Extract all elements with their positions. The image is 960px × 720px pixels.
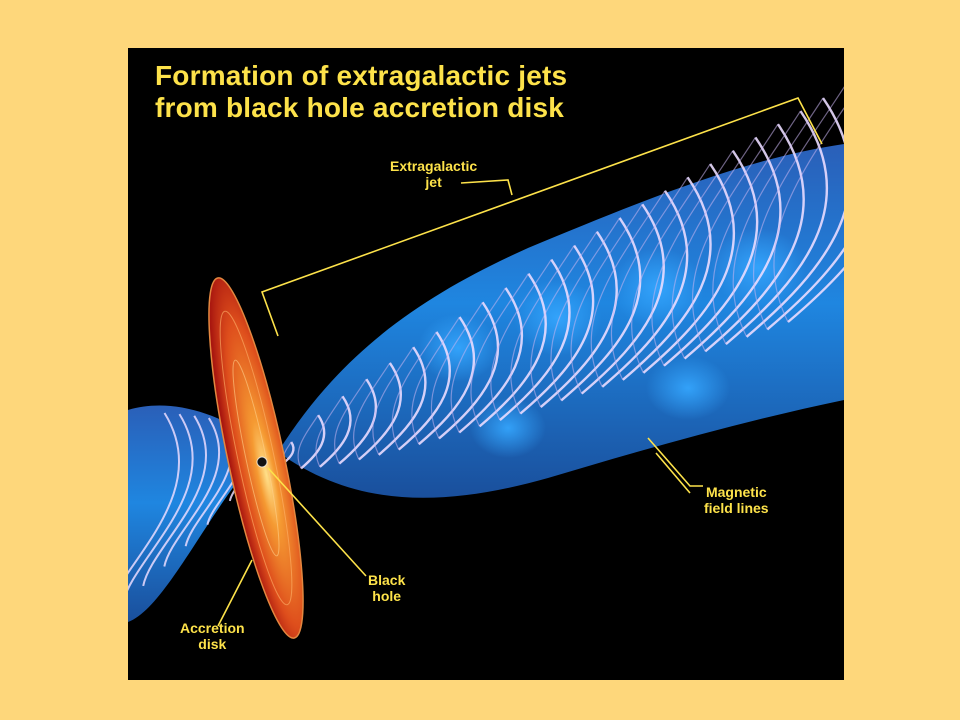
field-line-back [691,123,779,352]
label-magnetic-line2: field lines [704,500,769,516]
field-line [319,395,352,468]
diagram-panel: Formation of extragalactic jets from bla… [128,48,844,680]
field-line-back [631,163,711,374]
field-line-back [430,302,484,439]
field-line [560,217,642,402]
field-line [745,97,844,338]
field-line-back [732,97,824,338]
label-accretion-disk: Accretion disk [180,620,245,652]
field-line-back [450,287,507,433]
field-line-back [510,245,575,414]
label-jet-line1: Extragalactic [390,158,478,174]
field-line [622,176,712,381]
field-line-back [411,316,461,445]
field-line [397,331,451,451]
field-line [142,415,208,587]
field-line [284,441,295,463]
field-line [539,231,618,408]
field-line [128,412,180,575]
field-line [704,123,805,353]
label-magnetic-field-lines: Magnetic field lines [704,484,769,516]
accretion-pointer [217,559,253,627]
label-black-hole-line1: Black [368,572,406,588]
field-line-back [297,414,319,469]
field-line [519,244,595,415]
field-line [478,272,547,428]
label-accretion-line2: disk [198,636,227,652]
field-line-back [570,204,643,394]
field-line-back [334,378,367,464]
field-line-back [470,273,529,427]
field-line-back [550,217,621,401]
diagram-title-line-1: Formation of extragalactic jets [155,60,568,91]
diagram-title-line-2: from black hole accretion disk [155,92,565,123]
field-line-back [610,177,689,381]
field-line-back [651,150,734,367]
label-magnetic-line1: Magnetic [705,484,767,500]
jet-illustration [128,86,844,639]
label-extragalactic-jet: Extragalactic jet [390,158,477,190]
field-line-back [530,231,598,408]
label-black-hole-line2: hole [372,588,402,604]
jet-bracket [260,97,823,337]
field-line-back [712,110,801,345]
label-jet-line2: jet [425,174,442,190]
label-black-hole: Black hole [368,572,405,604]
magnetic-pointer [647,437,703,494]
field-line-back [590,190,666,388]
field-line-back [372,346,414,456]
field-line-back [752,86,844,330]
label-accretion-line1: Accretion [180,620,245,636]
field-line [378,346,427,456]
field-line [418,316,476,446]
field-line [766,247,844,331]
field-line-back [671,137,756,359]
field-line [663,149,759,367]
magnetic-field-lines-right [283,86,844,470]
field-line-back [391,331,437,450]
field-line-back [315,396,343,468]
field-line-back [490,259,552,421]
black-hole [256,456,268,468]
field-line [601,190,689,388]
field-line [300,414,326,470]
field-line [642,163,736,374]
right-jet [278,86,844,498]
accretion-disk [208,277,304,639]
field-line-back [353,362,391,460]
field-line [358,362,402,461]
field-line [128,413,194,592]
field-line-back [773,107,844,323]
field-line [580,203,665,395]
black-hole-pointer [267,467,367,577]
field-line [163,417,221,567]
field-line [787,266,844,323]
field-line [683,136,782,360]
